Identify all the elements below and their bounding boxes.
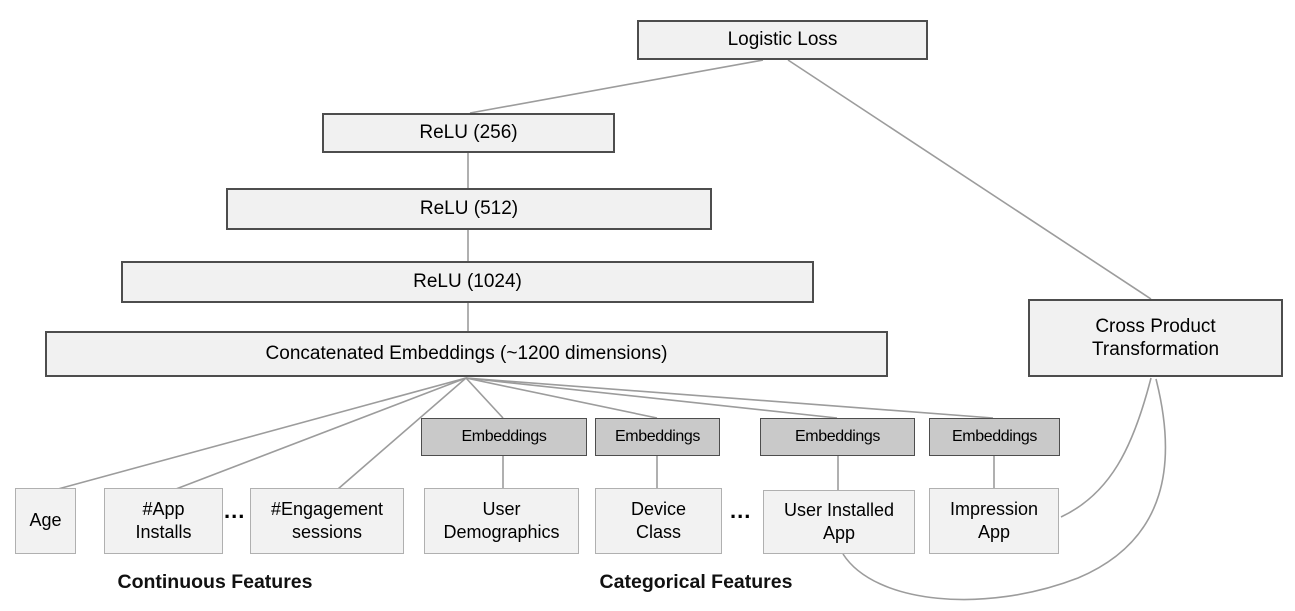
node-device-class: Device Class: [595, 488, 722, 554]
edge-crossproduct-userinstalledapp: [842, 378, 1167, 601]
label-continuous-features: Continuous Features: [117, 571, 313, 593]
edge-concat-emb2: [465, 377, 658, 419]
node-engagement-sessions: #Engagement sessions: [250, 488, 404, 554]
edge-loss-to-crossproduct: [787, 59, 1152, 300]
node-relu-1024: ReLU (1024): [121, 261, 814, 303]
edge-crossproduct-impressionapp: [1060, 377, 1152, 518]
node-embeddings-2: Embeddings: [595, 418, 720, 456]
node-age: Age: [15, 488, 76, 554]
node-relu-256: ReLU (256): [322, 113, 615, 153]
edge-loss-to-relu256: [469, 59, 764, 114]
edge-concat-emb1: [465, 377, 504, 419]
ellipsis-continuous: ...: [224, 498, 246, 523]
edge-concat-engagement: [337, 377, 467, 490]
node-cross-product-transformation: Cross Product Transformation: [1028, 299, 1283, 377]
edge-concat-appinstalls: [175, 377, 467, 490]
node-relu-512: ReLU (512): [226, 188, 712, 230]
node-embeddings-1: Embeddings: [421, 418, 587, 456]
node-app-installs: #App Installs: [104, 488, 223, 554]
node-user-demographics: User Demographics: [424, 488, 579, 554]
node-embeddings-3: Embeddings: [760, 418, 915, 456]
node-impression-app: Impression App: [929, 488, 1059, 554]
label-categorical-features: Categorical Features: [599, 571, 793, 593]
edge-concat-age: [57, 377, 467, 490]
edge-concat-emb3: [465, 377, 838, 419]
node-user-installed-app: User Installed App: [763, 490, 915, 554]
node-concatenated-embeddings: Concatenated Embeddings (~1200 dimension…: [45, 331, 888, 377]
node-logistic-loss: Logistic Loss: [637, 20, 928, 60]
edge-concat-emb4: [465, 377, 994, 419]
node-embeddings-4: Embeddings: [929, 418, 1060, 456]
ellipsis-categorical: ...: [730, 498, 752, 523]
